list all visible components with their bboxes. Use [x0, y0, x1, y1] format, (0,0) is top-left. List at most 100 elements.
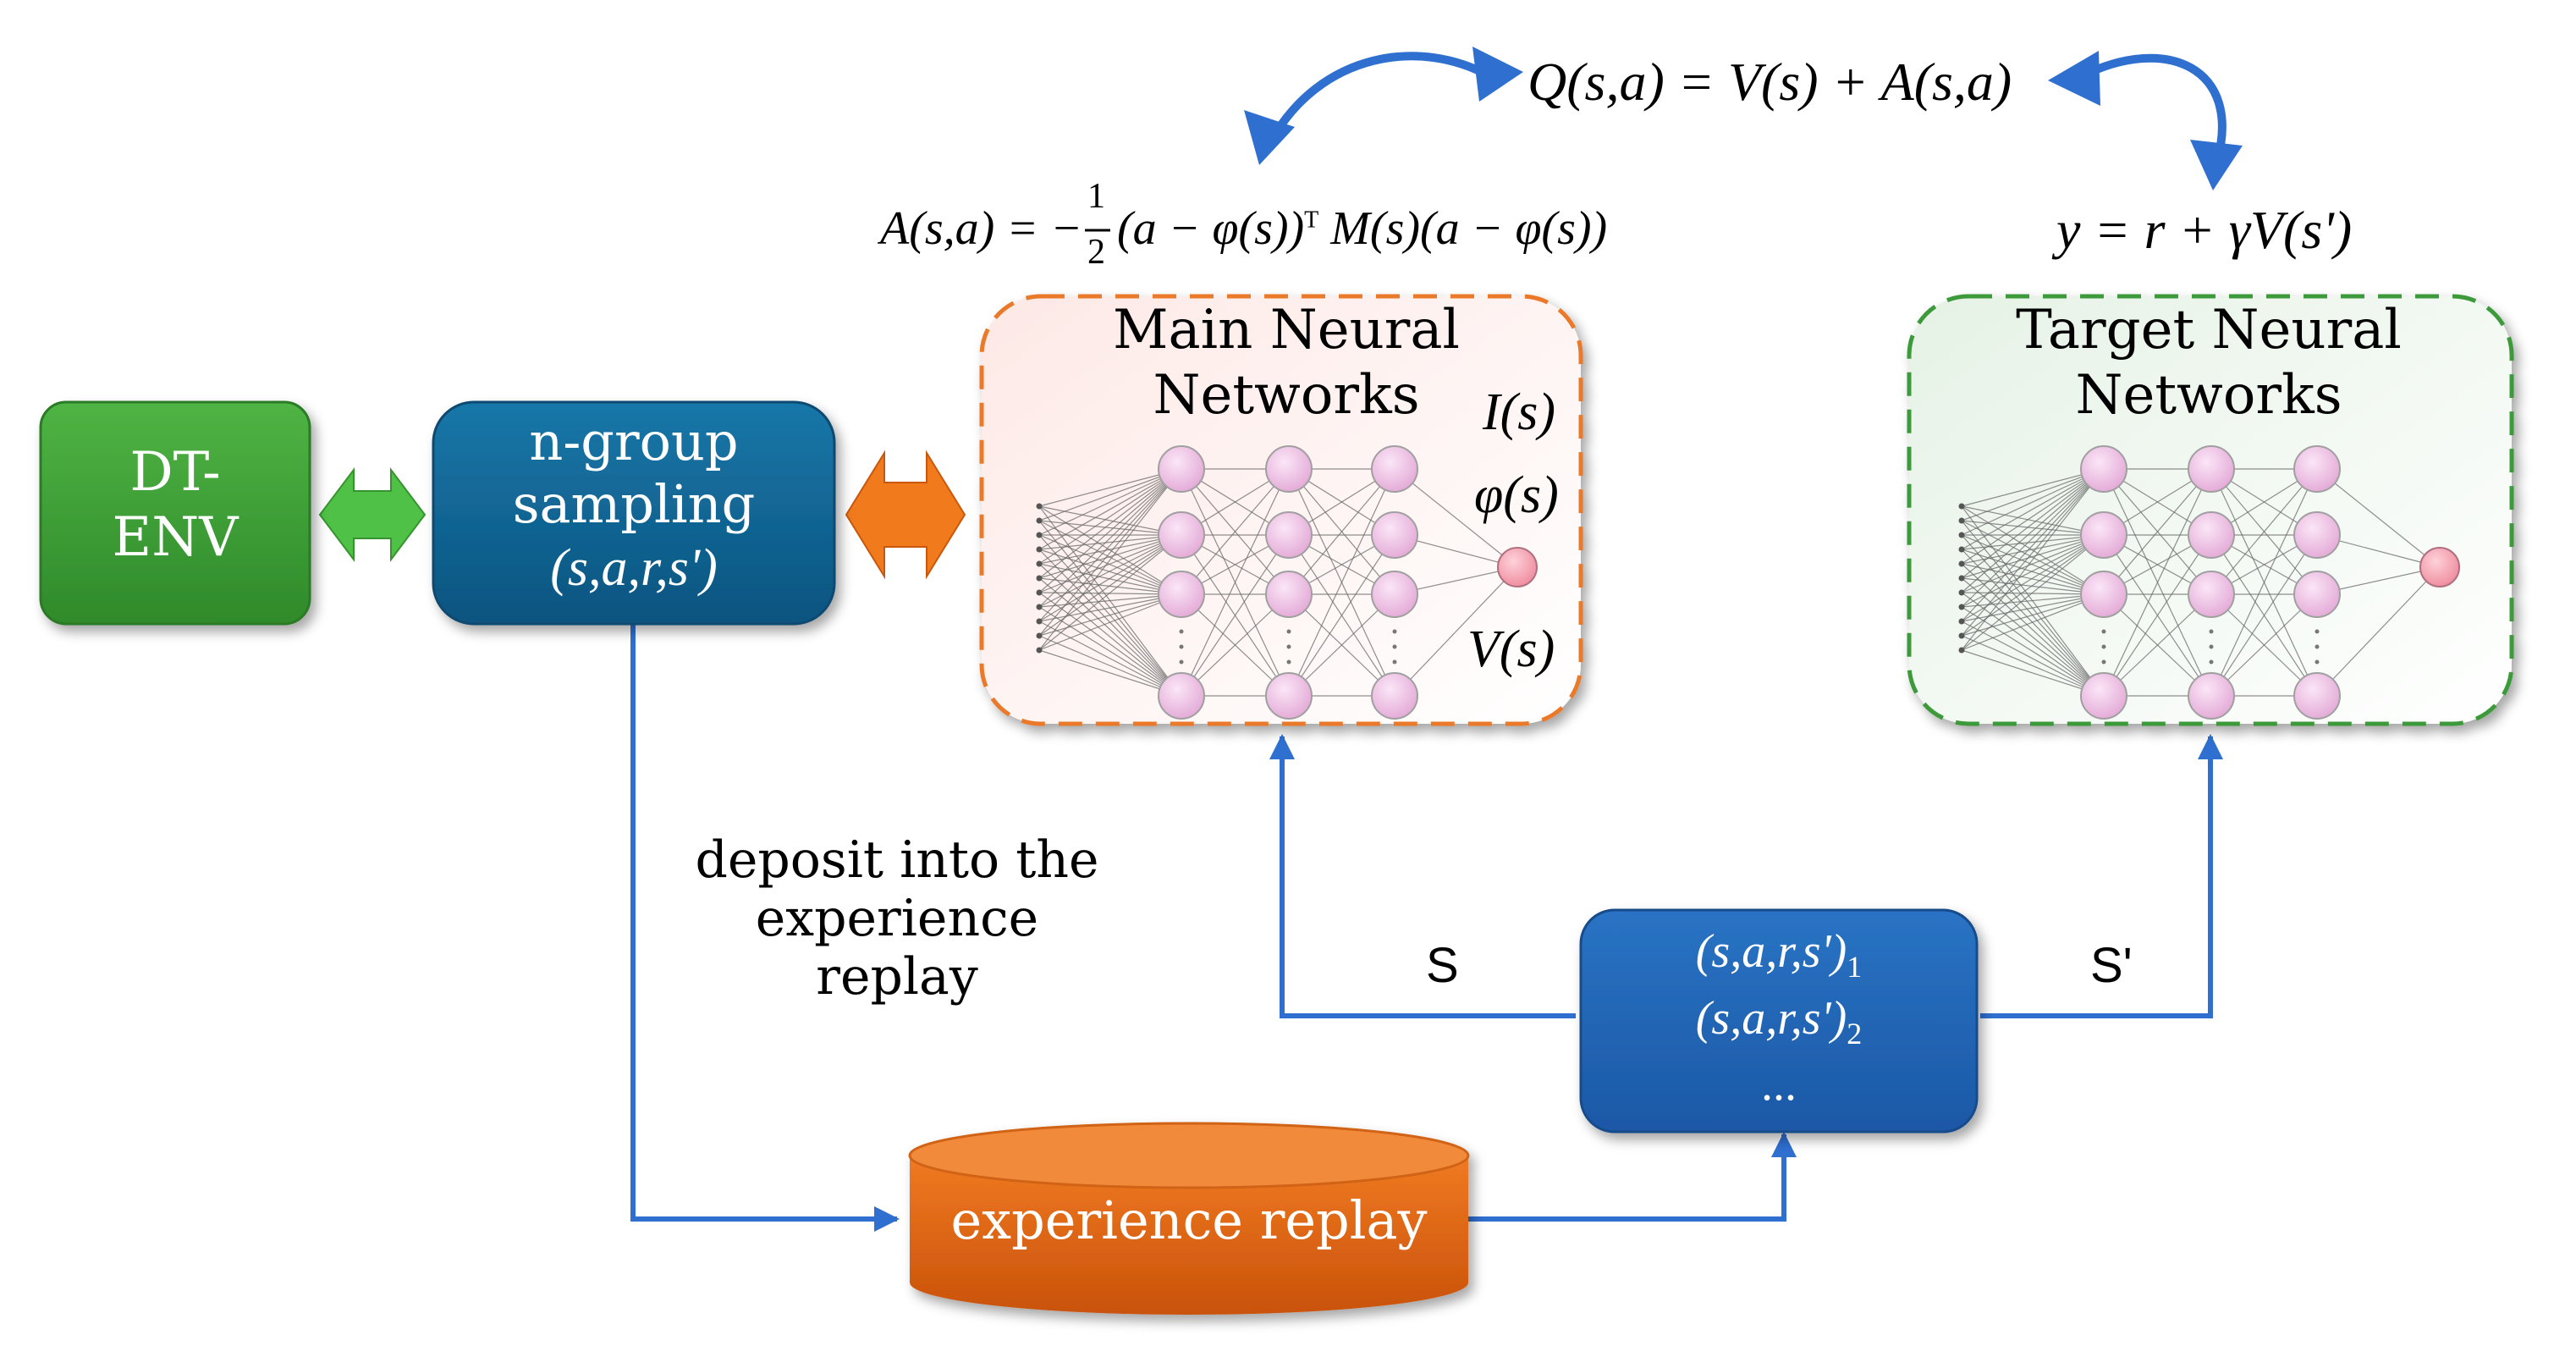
input-node	[1958, 517, 1965, 524]
batch-to-target-connector	[1980, 734, 2223, 1018]
minibatch-box	[1579, 908, 1979, 1134]
hidden-neuron	[2188, 511, 2235, 559]
minibatch-ellipsis: ...	[1761, 1058, 1797, 1112]
ellipsis-dot	[2315, 659, 2320, 665]
input-node	[1036, 546, 1043, 553]
ellipsis-dot	[2209, 629, 2214, 634]
ellipsis-dot	[2101, 659, 2106, 665]
sprime-edge-label: S'	[2090, 938, 2133, 993]
input-node	[1036, 575, 1043, 582]
sampling-box	[432, 400, 836, 626]
hidden-neuron	[2188, 445, 2235, 493]
target-network-graph	[1958, 445, 2460, 720]
experience-replay-label: experience replay	[950, 1189, 1428, 1251]
network-connections	[1961, 468, 2441, 697]
input-node	[1036, 589, 1043, 596]
ellipsis-dot	[2101, 629, 2106, 634]
input-node	[1958, 560, 1965, 567]
input-node	[1958, 604, 1965, 610]
ellipsis-dot	[1392, 629, 1397, 634]
input-node	[1958, 618, 1965, 625]
hidden-neuron	[2188, 571, 2235, 618]
sampling-main-double-arrow	[845, 450, 966, 580]
experience-replay-cylinder	[908, 1122, 1470, 1315]
a-equation-rhs: (a − φ(s))T M(s)(a − φ(s))	[1117, 202, 1608, 255]
target-network-title: Target Neural Networks	[1972, 298, 2446, 428]
output-i-label: I(s)	[1483, 383, 1556, 441]
ellipsis-dot	[2315, 629, 2320, 634]
ellipsis-dot	[1179, 659, 1184, 665]
hidden-neuron	[1158, 571, 1205, 618]
y-equation: y = r + γV(s')	[2056, 200, 2353, 260]
q-equation: Q(s,a) = V(s) + A(s,a)	[1527, 52, 2012, 112]
hidden-neuron	[2080, 672, 2127, 720]
hidden-neuron	[2080, 445, 2127, 493]
ellipsis-dot	[2209, 659, 2214, 665]
input-node	[1036, 532, 1043, 538]
sampling-line1: n-group	[529, 411, 739, 472]
input-node	[1958, 532, 1965, 538]
env-sampling-double-arrow	[318, 467, 427, 562]
ellipsis-dot	[1286, 629, 1291, 634]
q-equation-right-arrowhead	[2048, 51, 2100, 106]
hidden-neuron	[1371, 511, 1418, 559]
a-equation-frac-den: 2	[1087, 233, 1105, 272]
deposit-line2: experience replay	[755, 889, 1039, 1007]
a-equation-frac-num: 1	[1087, 177, 1105, 216]
input-node	[1958, 632, 1965, 639]
output-neuron	[1497, 547, 1538, 587]
main-network-title-line2: Networks	[1153, 363, 1420, 427]
hidden-neuron	[1158, 511, 1205, 559]
sampling-to-replay-connector	[630, 621, 900, 1232]
a-equation-arrowhead	[1244, 110, 1295, 165]
target-network-title-line1: Target Neural	[2016, 299, 2402, 361]
s-edge-label: S	[1426, 938, 1459, 993]
input-node	[1036, 632, 1043, 639]
hidden-neuron	[1265, 511, 1313, 559]
hidden-neuron	[2293, 672, 2341, 720]
hidden-neuron	[1265, 672, 1313, 720]
input-node	[1958, 575, 1965, 582]
hidden-neuron	[1158, 445, 1205, 493]
q-to-y-curve-arrow	[2078, 53, 2226, 165]
ellipsis-dot	[2315, 644, 2320, 649]
a-equation-lhs: A(s,a) = −	[880, 202, 1082, 255]
minibatch-row1: (s,a,r,s')1	[1695, 925, 1863, 985]
output-neuron	[2419, 547, 2460, 587]
input-node	[1958, 546, 1965, 553]
sampling-tuple: (s,a,r,s')	[550, 538, 718, 597]
ellipsis-dot	[1179, 629, 1184, 634]
input-node	[1958, 647, 1965, 654]
output-phi-label: φ(s)	[1474, 466, 1559, 524]
input-node	[1036, 560, 1043, 567]
ellipsis-dot	[1392, 659, 1397, 665]
sampling-label: n-group sampling (s,a,r,s')	[433, 411, 834, 599]
minibatch-row2: (s,a,r,s')2	[1695, 991, 1863, 1051]
input-node	[1036, 604, 1043, 610]
ellipsis-dot	[1286, 659, 1291, 665]
q-equation-left-arrowhead	[1472, 47, 1523, 102]
hidden-neuron	[1371, 672, 1418, 720]
hidden-neuron	[1371, 445, 1418, 493]
hidden-neuron	[2293, 445, 2341, 493]
hidden-neuron	[2080, 511, 2127, 559]
ellipsis-dot	[2101, 644, 2106, 649]
dt-env-line1: DT-	[129, 441, 221, 504]
input-node	[1958, 503, 1965, 510]
deposit-line1: deposit into the	[695, 830, 1099, 890]
main-network-title-line1: Main Neural	[1112, 299, 1461, 361]
main-network-graph	[1036, 445, 1538, 720]
sampling-line2: sampling	[512, 473, 756, 536]
input-node	[1036, 618, 1043, 625]
replay-to-batch-connector	[1468, 1132, 1797, 1222]
input-node	[1036, 503, 1043, 510]
ellipsis-dot	[1179, 644, 1184, 649]
target-network-panel	[1907, 294, 2514, 726]
input-node	[1036, 517, 1043, 524]
batch-to-main-connector	[1269, 734, 1576, 1018]
target-network-title-line2: Networks	[2075, 363, 2342, 427]
dt-env-line2: ENV	[112, 505, 239, 569]
hidden-neuron	[1265, 571, 1313, 618]
